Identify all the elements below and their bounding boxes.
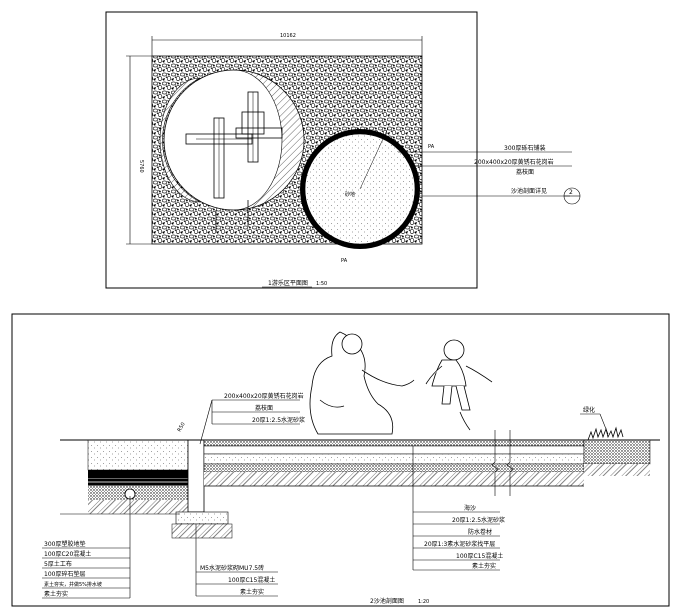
figure-adult — [309, 331, 415, 435]
section-right-callout-4: 20厚1:3素水泥砂浆找平层 — [424, 540, 495, 548]
section-left-callout-4: 100厚碎石垫层 — [44, 570, 85, 578]
pa-label-right: PA — [428, 144, 435, 150]
sand-center-label: 砂地 — [345, 191, 355, 198]
section-top-leaders — [199, 399, 300, 445]
section-dimension-r: R50 — [177, 421, 187, 433]
section-left-callout-5: 素土夯实，并做5%排水坡 — [44, 581, 102, 588]
section-left-leaders — [42, 496, 131, 599]
plan-callout-1: 300厚砾石铺装 — [504, 144, 545, 152]
break-lines — [491, 430, 514, 496]
sand-pit-circle: 砂地 — [300, 127, 420, 249]
dimension-lines — [126, 36, 423, 245]
section-right-callout-5: 100厚C15混凝土 — [456, 552, 503, 560]
section-top-callout-3: 20厚1:2.5水泥砂浆 — [252, 416, 305, 424]
section-middle-callout-1: M5水泥砂浆砌MU7.5砖 — [200, 564, 264, 572]
section-title: 2沙池剖面图 — [370, 597, 404, 605]
plan-callout-3: 荔枝面 — [516, 168, 534, 176]
section-right-callout-1: 海沙 — [464, 504, 476, 512]
figure-child — [425, 339, 493, 431]
section-right-callout-6: 素土夯实 — [472, 562, 496, 570]
section-left-callout-2: 100厚C20混凝土 — [44, 550, 91, 558]
section-right-leaders — [412, 446, 500, 571]
green-area — [583, 426, 651, 476]
plan-callout-4: 沙池剖面详见 — [511, 187, 547, 195]
section-left-callout-3: 5厚土工布 — [44, 560, 72, 568]
plan-title: 1游乐区平面图 — [268, 279, 308, 287]
section-top-callout-1: 200x400x20厚黄锈石花岗岩 — [224, 392, 304, 400]
section-middle-callout-2: 100厚C15混凝土 — [228, 576, 275, 584]
plan-width-dimension: 10162 — [280, 33, 296, 39]
section-right-callout-3: 防水卷材 — [468, 528, 492, 536]
section-scale: 1:20 — [418, 599, 429, 605]
section-left-callout-1: 300厚塑胶地垫 — [44, 540, 85, 548]
plan-leaders — [398, 151, 581, 205]
section-frame — [11, 313, 670, 607]
plan-height-dimension: 5760 — [138, 160, 144, 173]
section-middle-callout-3: 素土夯实 — [240, 588, 264, 596]
play-equipment-circle — [159, 69, 305, 232]
pa-label-bottom: PA — [341, 258, 348, 264]
plan-view: 砂地 10162 5760 PA PA 300厚砾石铺装 200x400x20厚… — [105, 11, 581, 289]
section-left-callout-6: 素土夯实 — [44, 590, 68, 598]
section-view: 200x400x20厚黄锈石花岗岩 荔枝面 20厚1:2.5水泥砂浆 R50 绿… — [11, 313, 670, 607]
section-top-callout-2: 荔枝面 — [255, 404, 273, 412]
plan-frame — [105, 11, 478, 289]
section-ref-number: 2 — [569, 189, 573, 196]
plan-callout-2: 200x400x20厚黄锈石花岗岩 — [474, 158, 554, 166]
sand-pit-layers — [203, 439, 585, 487]
brick-curb — [171, 439, 233, 539]
green-label: 绿化 — [583, 406, 595, 414]
section-middle-leaders — [195, 524, 278, 597]
section-right-callout-2: 20厚1:2.5水泥砂浆 — [452, 516, 505, 524]
left-play-area-layers — [87, 439, 189, 514]
plan-scale: 1:50 — [316, 281, 327, 287]
